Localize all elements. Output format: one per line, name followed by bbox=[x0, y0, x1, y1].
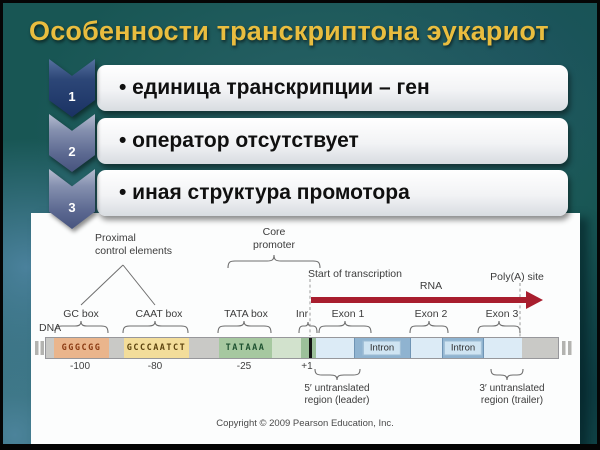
utr5-brace bbox=[314, 368, 361, 381]
proximal-control-elements-label: Proximal control elements bbox=[95, 232, 173, 257]
dna-label: DNA bbox=[39, 322, 62, 334]
chevron-3: 3 bbox=[49, 169, 95, 229]
chevron-1-shape: 1 bbox=[49, 59, 95, 117]
plus-one-marker bbox=[309, 338, 312, 358]
caat-box-segment bbox=[124, 338, 189, 358]
tata-box-segment bbox=[219, 338, 272, 358]
exon-1-segment bbox=[316, 338, 354, 358]
slide-title: Особенности транскриптона эукариот bbox=[29, 16, 549, 46]
exon-3-label: Exon 3 bbox=[485, 308, 519, 320]
exon-2-label: Exon 2 bbox=[414, 308, 448, 320]
intron-1-label: Intron bbox=[362, 340, 402, 356]
utr3-brace bbox=[490, 368, 524, 381]
inr-segment bbox=[301, 338, 316, 358]
gc-box-segment bbox=[54, 338, 109, 358]
chevron-3-shape: 3 bbox=[49, 169, 95, 229]
gc-box-label: GC box bbox=[63, 308, 99, 320]
caat-sequence: GCCCAATCT bbox=[126, 343, 187, 353]
chevron-3-number: 3 bbox=[68, 200, 76, 216]
list-item-2: • оператор отсутствует bbox=[97, 118, 568, 164]
caat-box-brace bbox=[122, 320, 189, 334]
caat-box-label: CAAT box bbox=[135, 308, 183, 320]
list-item-3: • иная структура промотора bbox=[97, 170, 568, 216]
rna-arrow bbox=[311, 291, 543, 309]
tata-box-brace bbox=[217, 320, 272, 334]
exon3-brace bbox=[477, 320, 521, 334]
intron-2-label: Intron bbox=[443, 340, 483, 356]
list-item-1: • единица транскрипции – ген bbox=[97, 65, 568, 111]
position-minus80-label: -80 bbox=[147, 361, 163, 372]
chevron-1-number: 1 bbox=[68, 89, 76, 105]
inr-brace bbox=[298, 321, 318, 334]
core-promoter-label: Core promoter bbox=[252, 226, 296, 251]
chevron-2: 2 bbox=[49, 114, 95, 172]
gc-box-brace bbox=[54, 320, 109, 334]
chevron-2-shape: 2 bbox=[49, 114, 95, 172]
list-item-1-text: • единица транскрипции – ген bbox=[119, 76, 430, 99]
tata-sequence: TATAAA bbox=[225, 343, 266, 353]
chevron-1: 1 bbox=[49, 59, 95, 117]
utr5-label: 5′ untranslated region (leader) bbox=[304, 383, 370, 407]
dna-bar: GGGCGG GCCCAATCT TATAAA Intron Intron bbox=[45, 337, 559, 359]
brace-group bbox=[54, 254, 524, 381]
chevron-2-number: 2 bbox=[68, 144, 76, 160]
copyright-text: Copyright © 2009 Pearson Education, Inc. bbox=[216, 418, 394, 429]
polya-site-label: Poly(A) site bbox=[490, 271, 544, 283]
list-item-2-text: • оператор отсутствует bbox=[119, 129, 359, 152]
exon-2-segment bbox=[411, 338, 442, 358]
proximal-connector-lines bbox=[80, 264, 156, 306]
utr3-label: 3′ untranslated region (trailer) bbox=[479, 383, 545, 407]
position-plus1-label: +1 bbox=[301, 361, 313, 372]
position-minus25-label: -25 bbox=[236, 361, 252, 372]
exon-3-segment bbox=[484, 338, 522, 358]
inr-label: Inr bbox=[295, 308, 309, 320]
list-item-3-text: • иная структура промотора bbox=[119, 181, 410, 204]
position-minus100-label: -100 bbox=[69, 361, 91, 372]
start-of-transcription-label: Start of transcription bbox=[308, 268, 402, 280]
tata-box-label: TATA box bbox=[224, 308, 268, 320]
exon-1-label: Exon 1 bbox=[331, 308, 365, 320]
exon2-brace bbox=[409, 320, 449, 334]
promoter-green-segment bbox=[272, 338, 301, 358]
gc-sequence: GGGCGG bbox=[61, 343, 102, 353]
rna-label: RNA bbox=[419, 280, 443, 292]
exon1-brace bbox=[318, 320, 372, 334]
diagram-panel: Proximal control elements Core promoter … bbox=[31, 213, 580, 444]
core-promoter-brace bbox=[227, 254, 321, 269]
